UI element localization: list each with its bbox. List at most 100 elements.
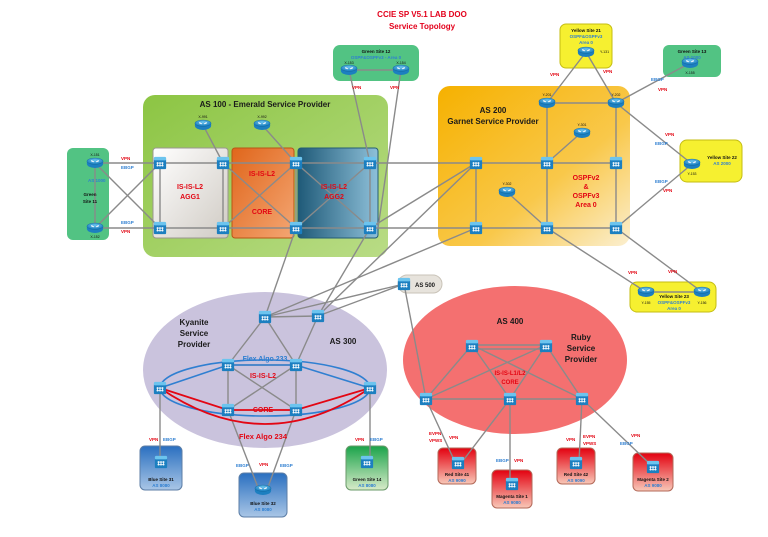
as100-label: AS 100 - Emerald Service Provider bbox=[200, 100, 331, 109]
as300-isis-label: IS-IS-L2 bbox=[250, 373, 276, 380]
ebgp-label: EBGP bbox=[121, 220, 134, 225]
links bbox=[94, 51, 703, 491]
as200-igp-4: Area 0 bbox=[575, 202, 597, 209]
magenta-site-1-name: Magenta Site 1 bbox=[496, 494, 528, 499]
blue-site-31-as: AS 8080 bbox=[152, 483, 170, 488]
switch-icon[interactable] bbox=[289, 221, 303, 235]
switch-icon[interactable] bbox=[540, 221, 554, 235]
router-label: Y-156 bbox=[697, 301, 706, 305]
diagram-title-line1: CCIE SP V5.1 LAB DOO bbox=[377, 10, 467, 19]
router-label: Y-302 bbox=[502, 182, 511, 186]
switch-icon[interactable] bbox=[153, 381, 167, 395]
router-icon[interactable] bbox=[573, 127, 591, 139]
switch-icon[interactable] bbox=[609, 156, 623, 170]
router-label: X-155 bbox=[685, 71, 694, 75]
switch-icon[interactable] bbox=[216, 156, 230, 170]
vpn-label: VPN bbox=[668, 269, 677, 274]
as500-label: AS 500 bbox=[415, 283, 436, 289]
switch-icon[interactable] bbox=[540, 156, 554, 170]
router-icon[interactable] bbox=[86, 222, 104, 234]
router-icon[interactable] bbox=[392, 64, 410, 76]
switch-icon[interactable] bbox=[221, 403, 235, 417]
vpn-label: VPN bbox=[631, 433, 640, 438]
router-label: X-152 bbox=[90, 235, 99, 239]
router-icon[interactable] bbox=[253, 119, 271, 131]
as200-igp-3: OSPFv3 bbox=[573, 193, 600, 200]
router-icon[interactable] bbox=[86, 157, 104, 169]
vpws-label: VPWS bbox=[583, 441, 596, 446]
as400-name-3: Provider bbox=[565, 355, 597, 364]
switch-icon[interactable] bbox=[363, 221, 377, 235]
vpn-label: VPN bbox=[663, 188, 672, 193]
router-icon[interactable] bbox=[577, 46, 595, 58]
core100-label-2: CORE bbox=[252, 209, 273, 216]
evpn-label: EVPN bbox=[429, 431, 441, 436]
flex-algo-233-core-path bbox=[159, 364, 371, 389]
switch-icon[interactable] bbox=[505, 477, 519, 491]
switch-icon[interactable] bbox=[360, 455, 374, 469]
switch-icon[interactable] bbox=[221, 358, 235, 372]
router-icon[interactable] bbox=[607, 97, 625, 109]
switch-icon[interactable] bbox=[289, 156, 303, 170]
switch-icon[interactable] bbox=[503, 392, 517, 406]
agg1-label-1: IS-IS-L2 bbox=[177, 184, 203, 191]
router-icon[interactable] bbox=[693, 286, 711, 298]
vpn-label: VPN bbox=[121, 229, 130, 234]
yellow-site-23-sub-2: Area 0 bbox=[667, 306, 681, 311]
router-icon[interactable] bbox=[340, 64, 358, 76]
as200-name: Garnet Service Provider bbox=[447, 117, 538, 126]
switch-icon[interactable] bbox=[289, 358, 303, 372]
yellow-site-21-sub-1: OSPF&OSPFv3 bbox=[570, 34, 603, 39]
router-label: X-153 bbox=[344, 61, 353, 65]
switch-icon[interactable] bbox=[258, 310, 272, 324]
agg2-label-2: AGG2 bbox=[324, 194, 344, 201]
router-label: Y-131 bbox=[600, 50, 609, 54]
green-site-12-name: Green Site 12 bbox=[362, 49, 391, 54]
ebgp-label: EBGP bbox=[655, 141, 668, 146]
switch-icon[interactable] bbox=[575, 392, 589, 406]
router-label: X-992 bbox=[257, 115, 266, 119]
switch-icon[interactable] bbox=[469, 156, 483, 170]
yellow-site-23-name: Yellow Site 23 bbox=[659, 294, 689, 299]
switch-icon[interactable] bbox=[539, 339, 553, 353]
flex-algo-233-label: Flex Algo 233 bbox=[243, 356, 288, 363]
switch-icon[interactable] bbox=[363, 381, 377, 395]
as400-igp-2: CORE bbox=[501, 380, 518, 386]
switch-icon[interactable] bbox=[569, 456, 583, 470]
yellow-site-22-as: AS 2000 bbox=[713, 161, 731, 166]
vpn-label: VPN bbox=[390, 85, 399, 90]
router-icon[interactable] bbox=[254, 484, 272, 496]
router-icon[interactable] bbox=[194, 119, 212, 131]
router-label: Y-202 bbox=[611, 93, 620, 97]
switch-icon[interactable] bbox=[153, 156, 167, 170]
switch-icon[interactable] bbox=[465, 339, 479, 353]
switch-icon[interactable] bbox=[363, 156, 377, 170]
diagram-title-line2: Service Topology bbox=[389, 22, 456, 31]
yellow-site-22-name: Yellow Site 22 bbox=[707, 155, 737, 160]
vpn-label: VPN bbox=[628, 270, 637, 275]
green-site-14-name: Green Site 14 bbox=[353, 477, 382, 482]
switch-icon[interactable] bbox=[609, 221, 623, 235]
switch-icon[interactable] bbox=[397, 277, 411, 291]
router-icon[interactable] bbox=[683, 158, 701, 170]
router-icon[interactable] bbox=[538, 97, 556, 109]
switch-icon[interactable] bbox=[216, 221, 230, 235]
switch-icon[interactable] bbox=[469, 221, 483, 235]
ebgp-label: EBGP bbox=[163, 437, 176, 442]
switch-icon[interactable] bbox=[289, 403, 303, 417]
flex-algo-234-path bbox=[159, 387, 371, 425]
switch-icon[interactable] bbox=[451, 456, 465, 470]
green-site-13-name: Green Site 13 bbox=[678, 49, 707, 54]
router-icon[interactable] bbox=[637, 286, 655, 298]
switch-icon[interactable] bbox=[419, 392, 433, 406]
as300-name-2: Service bbox=[180, 329, 209, 338]
switch-icon[interactable] bbox=[153, 221, 167, 235]
as300-domain bbox=[143, 292, 387, 448]
green-site-11-name-2: Site 11 bbox=[83, 199, 98, 204]
switch-icon[interactable] bbox=[311, 309, 325, 323]
agg2-label-1: IS-IS-L2 bbox=[321, 184, 347, 191]
red-site-42-as: AS 9090 bbox=[567, 478, 585, 483]
router-icon[interactable] bbox=[498, 186, 516, 198]
switch-icon[interactable] bbox=[646, 460, 660, 474]
switch-icon[interactable] bbox=[154, 455, 168, 469]
